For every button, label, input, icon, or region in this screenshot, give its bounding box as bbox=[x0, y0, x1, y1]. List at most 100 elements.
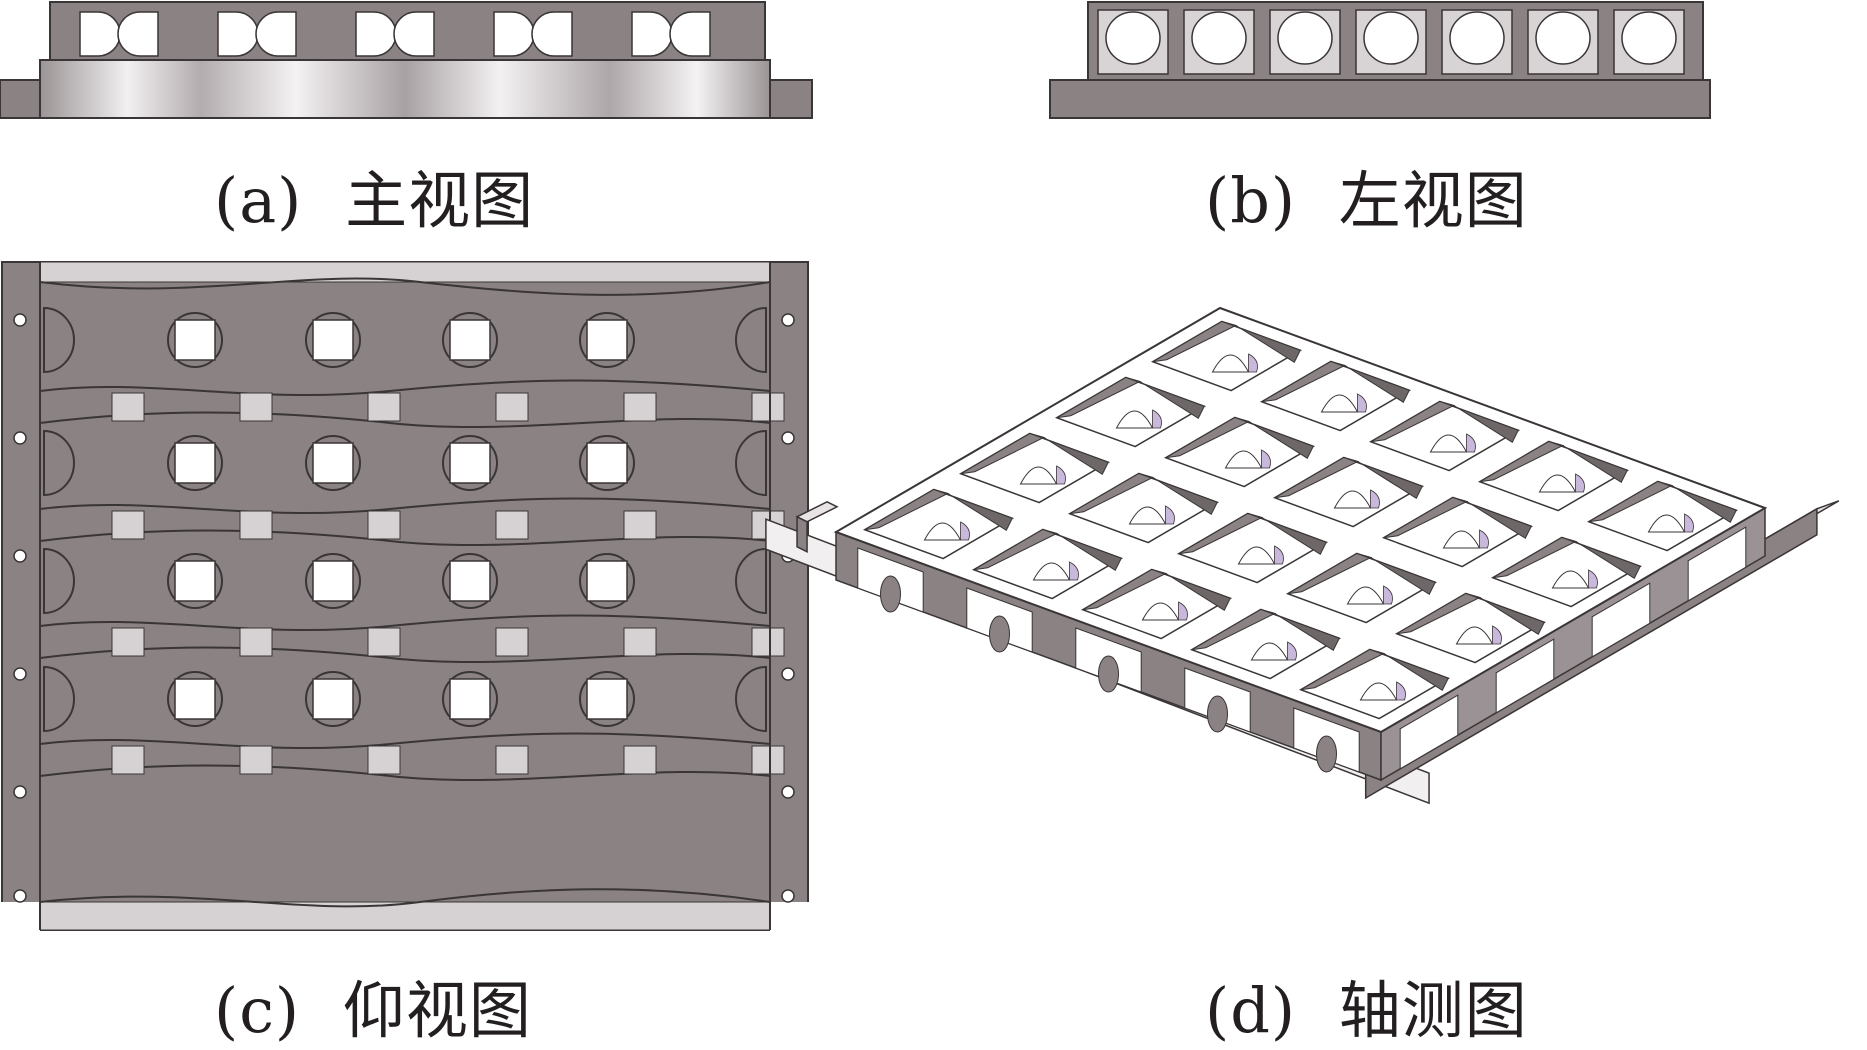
bottom-view-square-hole bbox=[449, 319, 491, 361]
side-view-drawing bbox=[1049, 1, 1711, 119]
bottom-view-rib-gap bbox=[367, 627, 401, 657]
bottom-view-mount-hole bbox=[781, 889, 795, 903]
bottom-view-mount-hole bbox=[13, 667, 27, 681]
iso-front-arch bbox=[1098, 655, 1119, 693]
iso-cell-shade bbox=[1069, 561, 1079, 581]
bottom-view-wave-edge bbox=[39, 277, 771, 296]
bottom-view-rib-gap bbox=[495, 510, 529, 540]
iso-cell-shade bbox=[1588, 569, 1598, 589]
isometric-view-details bbox=[765, 306, 1840, 805]
iso-cell-shade bbox=[1165, 505, 1175, 525]
iso-front-arch bbox=[1207, 695, 1228, 733]
bottom-view-square-hole bbox=[449, 442, 491, 484]
side-view-round-opening bbox=[1105, 11, 1161, 65]
iso-cell-wall bbox=[1657, 480, 1737, 523]
bottom-view-mount-hole bbox=[781, 667, 795, 681]
side-view-round-opening bbox=[1449, 11, 1505, 65]
bottom-view-rib-gap bbox=[239, 510, 273, 540]
bottom-view-rib-gap bbox=[751, 392, 785, 422]
bottom-view-square-hole bbox=[174, 560, 216, 602]
bottom-view-rib-gap bbox=[623, 745, 657, 775]
iso-left-flange-side bbox=[796, 515, 808, 554]
iso-cell-shade bbox=[1261, 449, 1271, 469]
iso-front-arch bbox=[1316, 735, 1337, 773]
front-view-window bbox=[117, 11, 159, 57]
bottom-view-square-hole bbox=[449, 678, 491, 720]
bottom-view-mount-hole bbox=[781, 785, 795, 799]
iso-cell-wall bbox=[1548, 440, 1628, 483]
bottom-view-square-hole bbox=[312, 560, 354, 602]
bottom-view-rib-gap bbox=[751, 745, 785, 775]
bottom-view-half-round bbox=[735, 665, 767, 733]
bottom-view-mount-hole bbox=[13, 313, 27, 327]
caption-b: (b) 左视图 bbox=[1205, 150, 1528, 240]
iso-side-opening bbox=[1591, 582, 1651, 658]
iso-cell-shade bbox=[1575, 473, 1585, 493]
bottom-view-mount-hole bbox=[13, 889, 27, 903]
bottom-view-square-hole bbox=[586, 442, 628, 484]
bottom-view-square-hole bbox=[449, 560, 491, 602]
bottom-view-square-hole bbox=[586, 319, 628, 361]
front-view-window bbox=[393, 11, 435, 57]
bottom-view-square-hole bbox=[312, 678, 354, 720]
iso-cell-shade bbox=[1370, 489, 1380, 509]
side-view-round-opening bbox=[1621, 11, 1677, 65]
bottom-view-mount-hole bbox=[781, 431, 795, 445]
bottom-view-rib-gap bbox=[623, 510, 657, 540]
caption-a-title: 主视图 bbox=[345, 164, 535, 237]
front-view-window bbox=[255, 11, 297, 57]
caption-b-label: (b) bbox=[1205, 164, 1297, 237]
iso-cell-shade bbox=[1056, 465, 1066, 485]
iso-side-opening bbox=[1495, 638, 1555, 714]
front-view-window bbox=[669, 11, 711, 57]
bottom-view-rib-gap bbox=[111, 510, 145, 540]
bottom-view-rib-gap bbox=[239, 392, 273, 422]
iso-cell-wall bbox=[1247, 512, 1327, 555]
caption-a-label: (a) bbox=[214, 164, 303, 237]
bottom-view-top-strip bbox=[39, 261, 771, 283]
bottom-view-mount-hole bbox=[781, 313, 795, 327]
iso-cell-wall bbox=[1125, 376, 1205, 419]
bottom-view-bottom-strip bbox=[39, 901, 771, 931]
caption-d: (d) 轴测图 bbox=[1205, 960, 1528, 1050]
iso-cell-wall bbox=[1452, 496, 1532, 539]
iso-cell-wall bbox=[1138, 472, 1218, 515]
bottom-view-rib-gap bbox=[495, 392, 529, 422]
iso-cell-shade bbox=[1684, 513, 1694, 533]
iso-cell-wall bbox=[1356, 552, 1436, 595]
bottom-view-rib-gap bbox=[623, 627, 657, 657]
iso-cell-wall bbox=[1260, 608, 1340, 651]
iso-cell-shade bbox=[1357, 393, 1367, 413]
bottom-view-rib-gap bbox=[751, 627, 785, 657]
iso-side-opening bbox=[1687, 526, 1747, 602]
bottom-view-mount-hole bbox=[13, 549, 27, 563]
bottom-view-square-hole bbox=[586, 560, 628, 602]
front-view-openings bbox=[79, 11, 711, 57]
iso-cell-shade bbox=[1492, 625, 1502, 645]
caption-b-title: 左视图 bbox=[1338, 164, 1528, 237]
isometric-view-drawing bbox=[765, 306, 1840, 805]
iso-cell-wall bbox=[1029, 432, 1109, 475]
front-view-window bbox=[79, 11, 121, 57]
bottom-view-plate bbox=[1, 261, 809, 931]
side-view-openings bbox=[1097, 9, 1685, 75]
bottom-view-square-hole bbox=[174, 442, 216, 484]
bottom-view-square-hole bbox=[312, 442, 354, 484]
bottom-view-half-round bbox=[43, 429, 75, 497]
bottom-view-rib-gap bbox=[495, 627, 529, 657]
bottom-view-drawing bbox=[0, 261, 810, 932]
bottom-view-rib-gap bbox=[111, 745, 145, 775]
front-view-drawing bbox=[0, 1, 813, 119]
iso-cell-shade bbox=[960, 521, 970, 541]
iso-cell-shade bbox=[1248, 353, 1258, 373]
bottom-view-rib-gap bbox=[367, 392, 401, 422]
bottom-view-mount-hole bbox=[13, 431, 27, 445]
side-view-round-opening bbox=[1363, 11, 1419, 65]
iso-cell-wall bbox=[1343, 456, 1423, 499]
iso-cell-wall bbox=[1369, 648, 1449, 691]
iso-cell-wall bbox=[933, 488, 1013, 531]
iso-cell-shade bbox=[1479, 529, 1489, 549]
bottom-view-details bbox=[0, 261, 810, 932]
bottom-view-corner bbox=[0, 902, 40, 932]
bottom-view-rib-gap bbox=[495, 745, 529, 775]
